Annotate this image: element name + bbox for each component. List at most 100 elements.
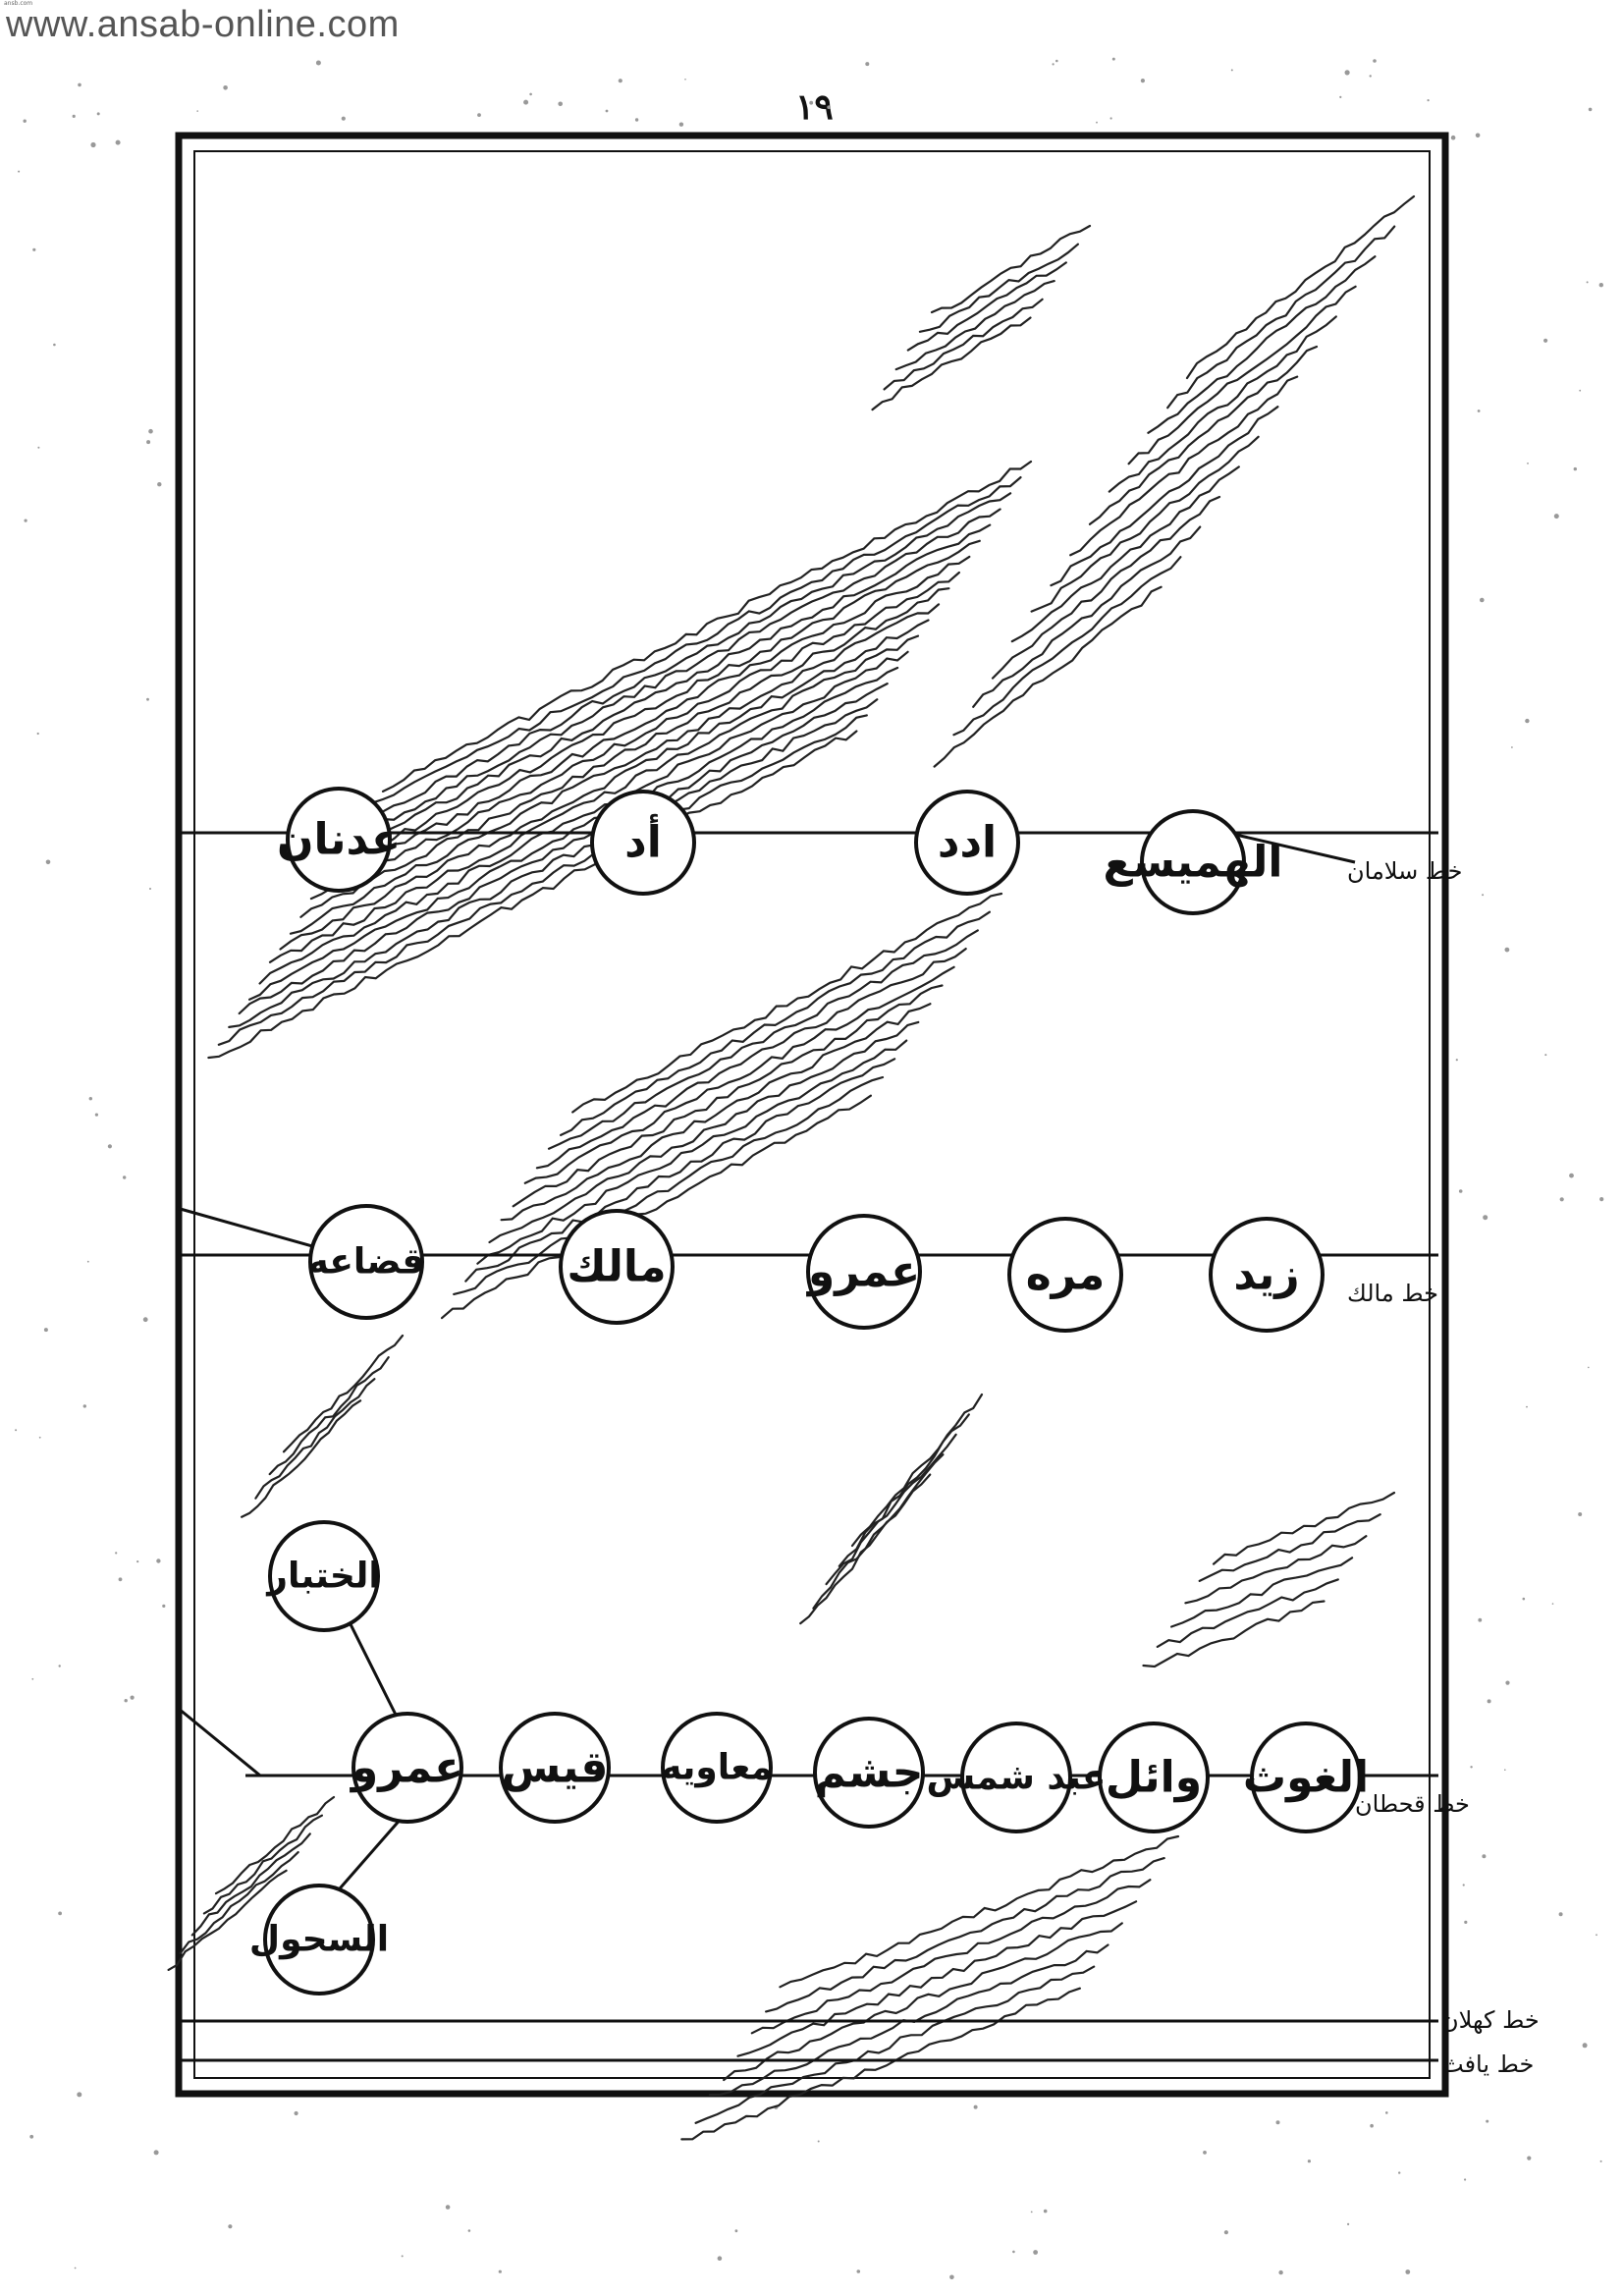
- speckle: [115, 139, 121, 145]
- speckle: [1588, 1366, 1590, 1369]
- speckle: [58, 1911, 62, 1916]
- speckle: [1599, 2159, 1602, 2162]
- note-stroke: [202, 1814, 323, 1915]
- speckle: [1477, 410, 1481, 412]
- speckle: [949, 2274, 954, 2280]
- speckle: [1230, 69, 1233, 72]
- speckle: [223, 85, 228, 90]
- speckle: [157, 482, 162, 487]
- speckle: [477, 113, 481, 117]
- speckle: [529, 92, 532, 96]
- speckle: [1579, 389, 1582, 392]
- speckle: [684, 79, 686, 81]
- note-stroke: [1069, 375, 1299, 557]
- note-stroke: [1010, 465, 1240, 643]
- speckle: [146, 440, 151, 445]
- outer-frame: [175, 132, 1449, 2098]
- svg-text:أد: أد: [624, 814, 662, 868]
- node-jusham: جشم: [813, 1717, 925, 1829]
- note-stroke: [190, 1832, 311, 1937]
- note-stroke: [918, 243, 1079, 333]
- note-stroke: [1050, 406, 1279, 587]
- speckle: [146, 697, 149, 701]
- speckle: [78, 82, 81, 87]
- note-stroke: [238, 683, 889, 1015]
- speckle: [1450, 135, 1456, 140]
- svg-text:زيد: زيد: [1233, 1250, 1299, 1300]
- speckle: [1455, 1059, 1458, 1062]
- page-number: ١٩: [795, 86, 834, 128]
- speckle: [294, 2110, 298, 2116]
- note-stroke: [883, 298, 1044, 391]
- note-stroke: [207, 730, 858, 1060]
- speckle: [1030, 2211, 1033, 2214]
- svg-text:الهميسع: الهميسع: [1104, 838, 1283, 888]
- speckle: [1307, 2159, 1311, 2163]
- note-stroke: [1142, 1600, 1325, 1668]
- note-stroke: [1185, 194, 1416, 380]
- speckle: [1464, 1920, 1468, 1924]
- note-stroke: [381, 460, 1033, 793]
- note-stroke: [228, 698, 879, 1028]
- speckle: [86, 1260, 89, 1263]
- speckle: [634, 118, 639, 122]
- label-yafith: خط يافث: [1441, 2050, 1534, 2078]
- speckle: [1588, 107, 1593, 112]
- speckle: [1553, 514, 1559, 519]
- speckle: [1527, 463, 1529, 465]
- speckle: [1052, 63, 1055, 66]
- speckle: [1487, 1699, 1491, 1704]
- speckle: [605, 109, 609, 113]
- svg-text:الغوث: الغوث: [1243, 1753, 1369, 1803]
- speckle: [72, 114, 76, 118]
- inner-frame: [193, 150, 1431, 2079]
- speckle: [32, 247, 36, 251]
- note-stroke: [320, 555, 971, 885]
- speckle: [94, 1113, 98, 1117]
- note-stroke: [241, 1399, 362, 1518]
- speckle: [74, 2267, 77, 2269]
- note-stroke: [850, 1393, 984, 1548]
- note-stroke: [560, 910, 991, 1136]
- speckle: [1522, 1597, 1526, 1601]
- note-stroke: [535, 948, 967, 1170]
- speckle: [43, 1328, 48, 1333]
- speckle: [558, 101, 563, 107]
- speckle: [58, 1665, 61, 1667]
- node-muawiya: معاويه: [661, 1712, 773, 1824]
- note-stroke: [1030, 435, 1260, 613]
- speckle: [1347, 2222, 1350, 2225]
- node-qudaa: قضاعه: [308, 1204, 425, 1320]
- svg-text:مره: مره: [1026, 1250, 1106, 1300]
- node-qays: قيس: [499, 1712, 611, 1824]
- speckle: [136, 1560, 139, 1563]
- note-stroke: [952, 556, 1182, 737]
- speckle: [467, 2229, 471, 2232]
- note-stroke: [825, 1433, 957, 1586]
- speckle: [817, 2140, 820, 2143]
- speckle: [1339, 95, 1342, 98]
- note-stroke: [871, 316, 1032, 411]
- svg-text:معاويه: معاويه: [661, 1748, 773, 1788]
- speckle: [1482, 894, 1485, 897]
- speckle: [148, 428, 153, 434]
- speckle: [1573, 466, 1578, 471]
- speckle: [1464, 2178, 1467, 2181]
- speckle: [90, 141, 96, 148]
- note-stroke: [453, 1075, 885, 1295]
- note-stroke: [723, 1922, 1123, 2082]
- speckle: [1504, 947, 1510, 953]
- svg-text:عبد شمس: عبد شمس: [926, 1758, 1106, 1798]
- speckle: [1599, 1197, 1604, 1202]
- note-stroke: [217, 714, 868, 1046]
- note-stroke: [799, 1473, 932, 1625]
- speckle: [1544, 1054, 1547, 1057]
- label-qahtan: خط قحطان: [1355, 1790, 1470, 1818]
- node-alghawth: الغوث: [1243, 1722, 1369, 1833]
- speckle: [973, 2105, 978, 2109]
- speckle: [130, 1695, 135, 1700]
- note-stroke: [1108, 315, 1337, 493]
- speckle: [45, 859, 51, 865]
